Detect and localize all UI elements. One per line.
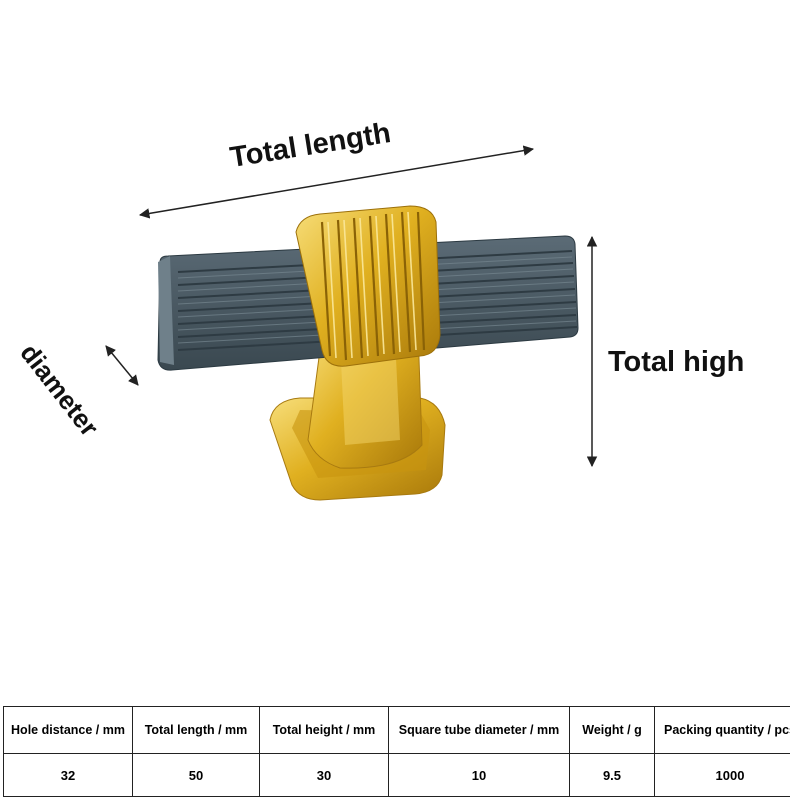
value-hole-distance: 32 bbox=[3, 753, 133, 797]
total-high-label: Total high bbox=[608, 346, 745, 378]
header-total-length: Total length / mm bbox=[132, 706, 260, 754]
diameter-arrow bbox=[105, 345, 139, 386]
table-row: 32 50 30 10 9.5 1000 bbox=[3, 753, 790, 797]
product-diagram: Total length Total high diameter bbox=[14, 117, 745, 501]
total-length-arrow bbox=[138, 145, 535, 219]
header-hole-distance: Hole distance / mm bbox=[3, 706, 133, 754]
header-weight: Weight / g bbox=[569, 706, 655, 754]
collar-ribs bbox=[320, 211, 426, 361]
value-packing-quantity: 1000 bbox=[654, 753, 790, 797]
table-header-row: Hole distance / mm Total length / mm Tot… bbox=[3, 706, 790, 754]
spec-table: Hole distance / mm Total length / mm Tot… bbox=[3, 706, 790, 797]
value-total-height: 30 bbox=[259, 753, 389, 797]
value-weight: 9.5 bbox=[569, 753, 655, 797]
header-packing-quantity: Packing quantity / pcs bbox=[654, 706, 790, 754]
knob-illustration bbox=[105, 145, 598, 501]
value-square-tube-diameter: 10 bbox=[388, 753, 570, 797]
header-square-tube-diameter: Square tube diameter / mm bbox=[388, 706, 570, 754]
header-total-height: Total height / mm bbox=[259, 706, 389, 754]
value-total-length: 50 bbox=[132, 753, 260, 797]
